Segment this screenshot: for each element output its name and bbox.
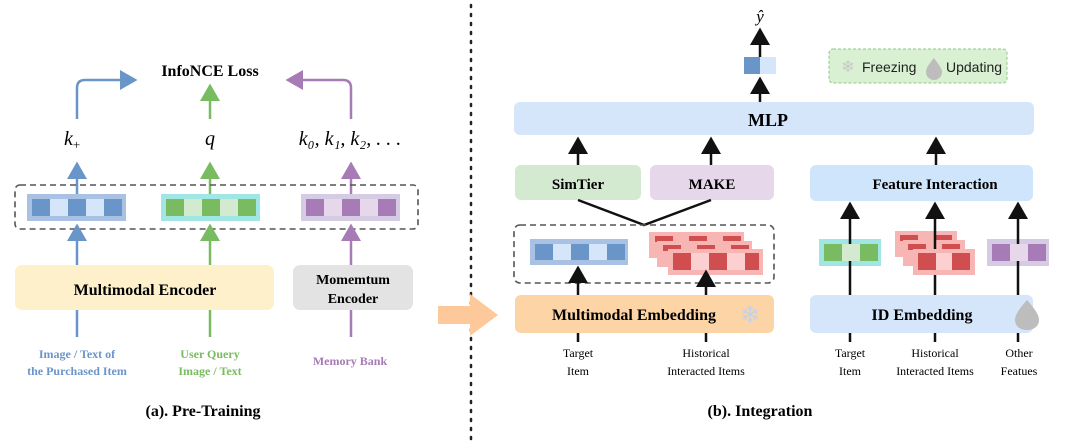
id-input-target-2: Item (839, 364, 862, 378)
pretraining-caption: (a). Pre-Training (146, 403, 261, 420)
purchased-item-input-1: Image / Text of (39, 347, 116, 361)
purchased-item-input-2: the Purchased Item (27, 364, 127, 378)
momentum-encoder-label-2: Encoder (328, 292, 379, 307)
k-list-label: k₀, k₁, k₂, . . . (299, 128, 402, 150)
feature-interaction-label: Feature Interaction (872, 177, 998, 193)
mm-input-target-2: Item (567, 364, 590, 378)
flame-icon (926, 58, 942, 80)
id-input-other-1: Other (1005, 346, 1032, 360)
id-embedding-box (810, 295, 1033, 333)
integration-caption: (b). Integration (708, 403, 813, 420)
user-query-input-2: Image / Text (178, 364, 241, 378)
q-label: q (205, 128, 215, 150)
pretraining-panel: InfoNCE Loss k+ q k₀, k₁, k₂, . . . (14, 63, 419, 420)
k-list-vector (301, 194, 400, 221)
y-hat-label: ŷ (754, 7, 764, 26)
legend-updating: Updating (946, 59, 1002, 75)
mm-input-target-1: Target (563, 346, 594, 360)
memory-bank-input: Memory Bank (313, 354, 388, 368)
id-input-target-1: Target (835, 346, 866, 360)
transition-arrow (438, 294, 498, 336)
multimodal-output-group-box (513, 224, 775, 284)
multimodal-embedding-label: Multimodal Embedding (552, 307, 716, 324)
k-plus-to-loss-arrow (75, 70, 138, 119)
feature-interaction-box (810, 165, 1033, 201)
make-label: MAKE (689, 177, 736, 193)
history-mm-vectors (649, 232, 763, 275)
embedding-to-modules-lines (577, 198, 712, 227)
multimodal-encoder-label: Multimodal Encoder (74, 282, 217, 299)
integration-panel: ŷ ❄ Freezing Updating MLP SimTier MAKE (513, 7, 1049, 420)
id-input-history-1: Historical (911, 346, 959, 360)
id-input-history-2: Interacted Items (896, 364, 974, 378)
id-input-other-2: Featues (1001, 364, 1038, 378)
mlp-label: MLP (748, 110, 788, 130)
momentum-encoder-box (293, 265, 413, 310)
output-vector (744, 57, 776, 74)
mm-input-history-2: Interacted Items (667, 364, 745, 378)
multimodal-embedding-box (515, 295, 774, 333)
mm-input-history-1: Historical (682, 346, 730, 360)
k-plus-vector (27, 194, 126, 221)
mlp-box (514, 102, 1034, 135)
infonce-loss-label: InfoNCE Loss (161, 63, 258, 80)
flame-icon (1015, 300, 1039, 330)
q-vector (161, 194, 260, 221)
k-list-to-loss-arrow (285, 70, 353, 119)
momentum-encoder-label-1: Momemtum (316, 273, 390, 288)
user-query-input-1: User Query (180, 347, 239, 361)
id-embedding-label: ID Embedding (872, 307, 973, 324)
legend-freezing: Freezing (862, 59, 916, 75)
multimodal-encoder-box (15, 265, 274, 310)
simtier-label: SimTier (552, 177, 605, 193)
legend: ❄ Freezing Updating (828, 48, 1008, 84)
k-plus-label: k+ (64, 128, 80, 152)
snowflake-icon: ❄ (841, 59, 854, 76)
make-box (650, 165, 774, 200)
snowflake-icon: ❄ (740, 302, 760, 329)
simtier-box (515, 165, 641, 200)
target-mm-vector (530, 239, 628, 265)
